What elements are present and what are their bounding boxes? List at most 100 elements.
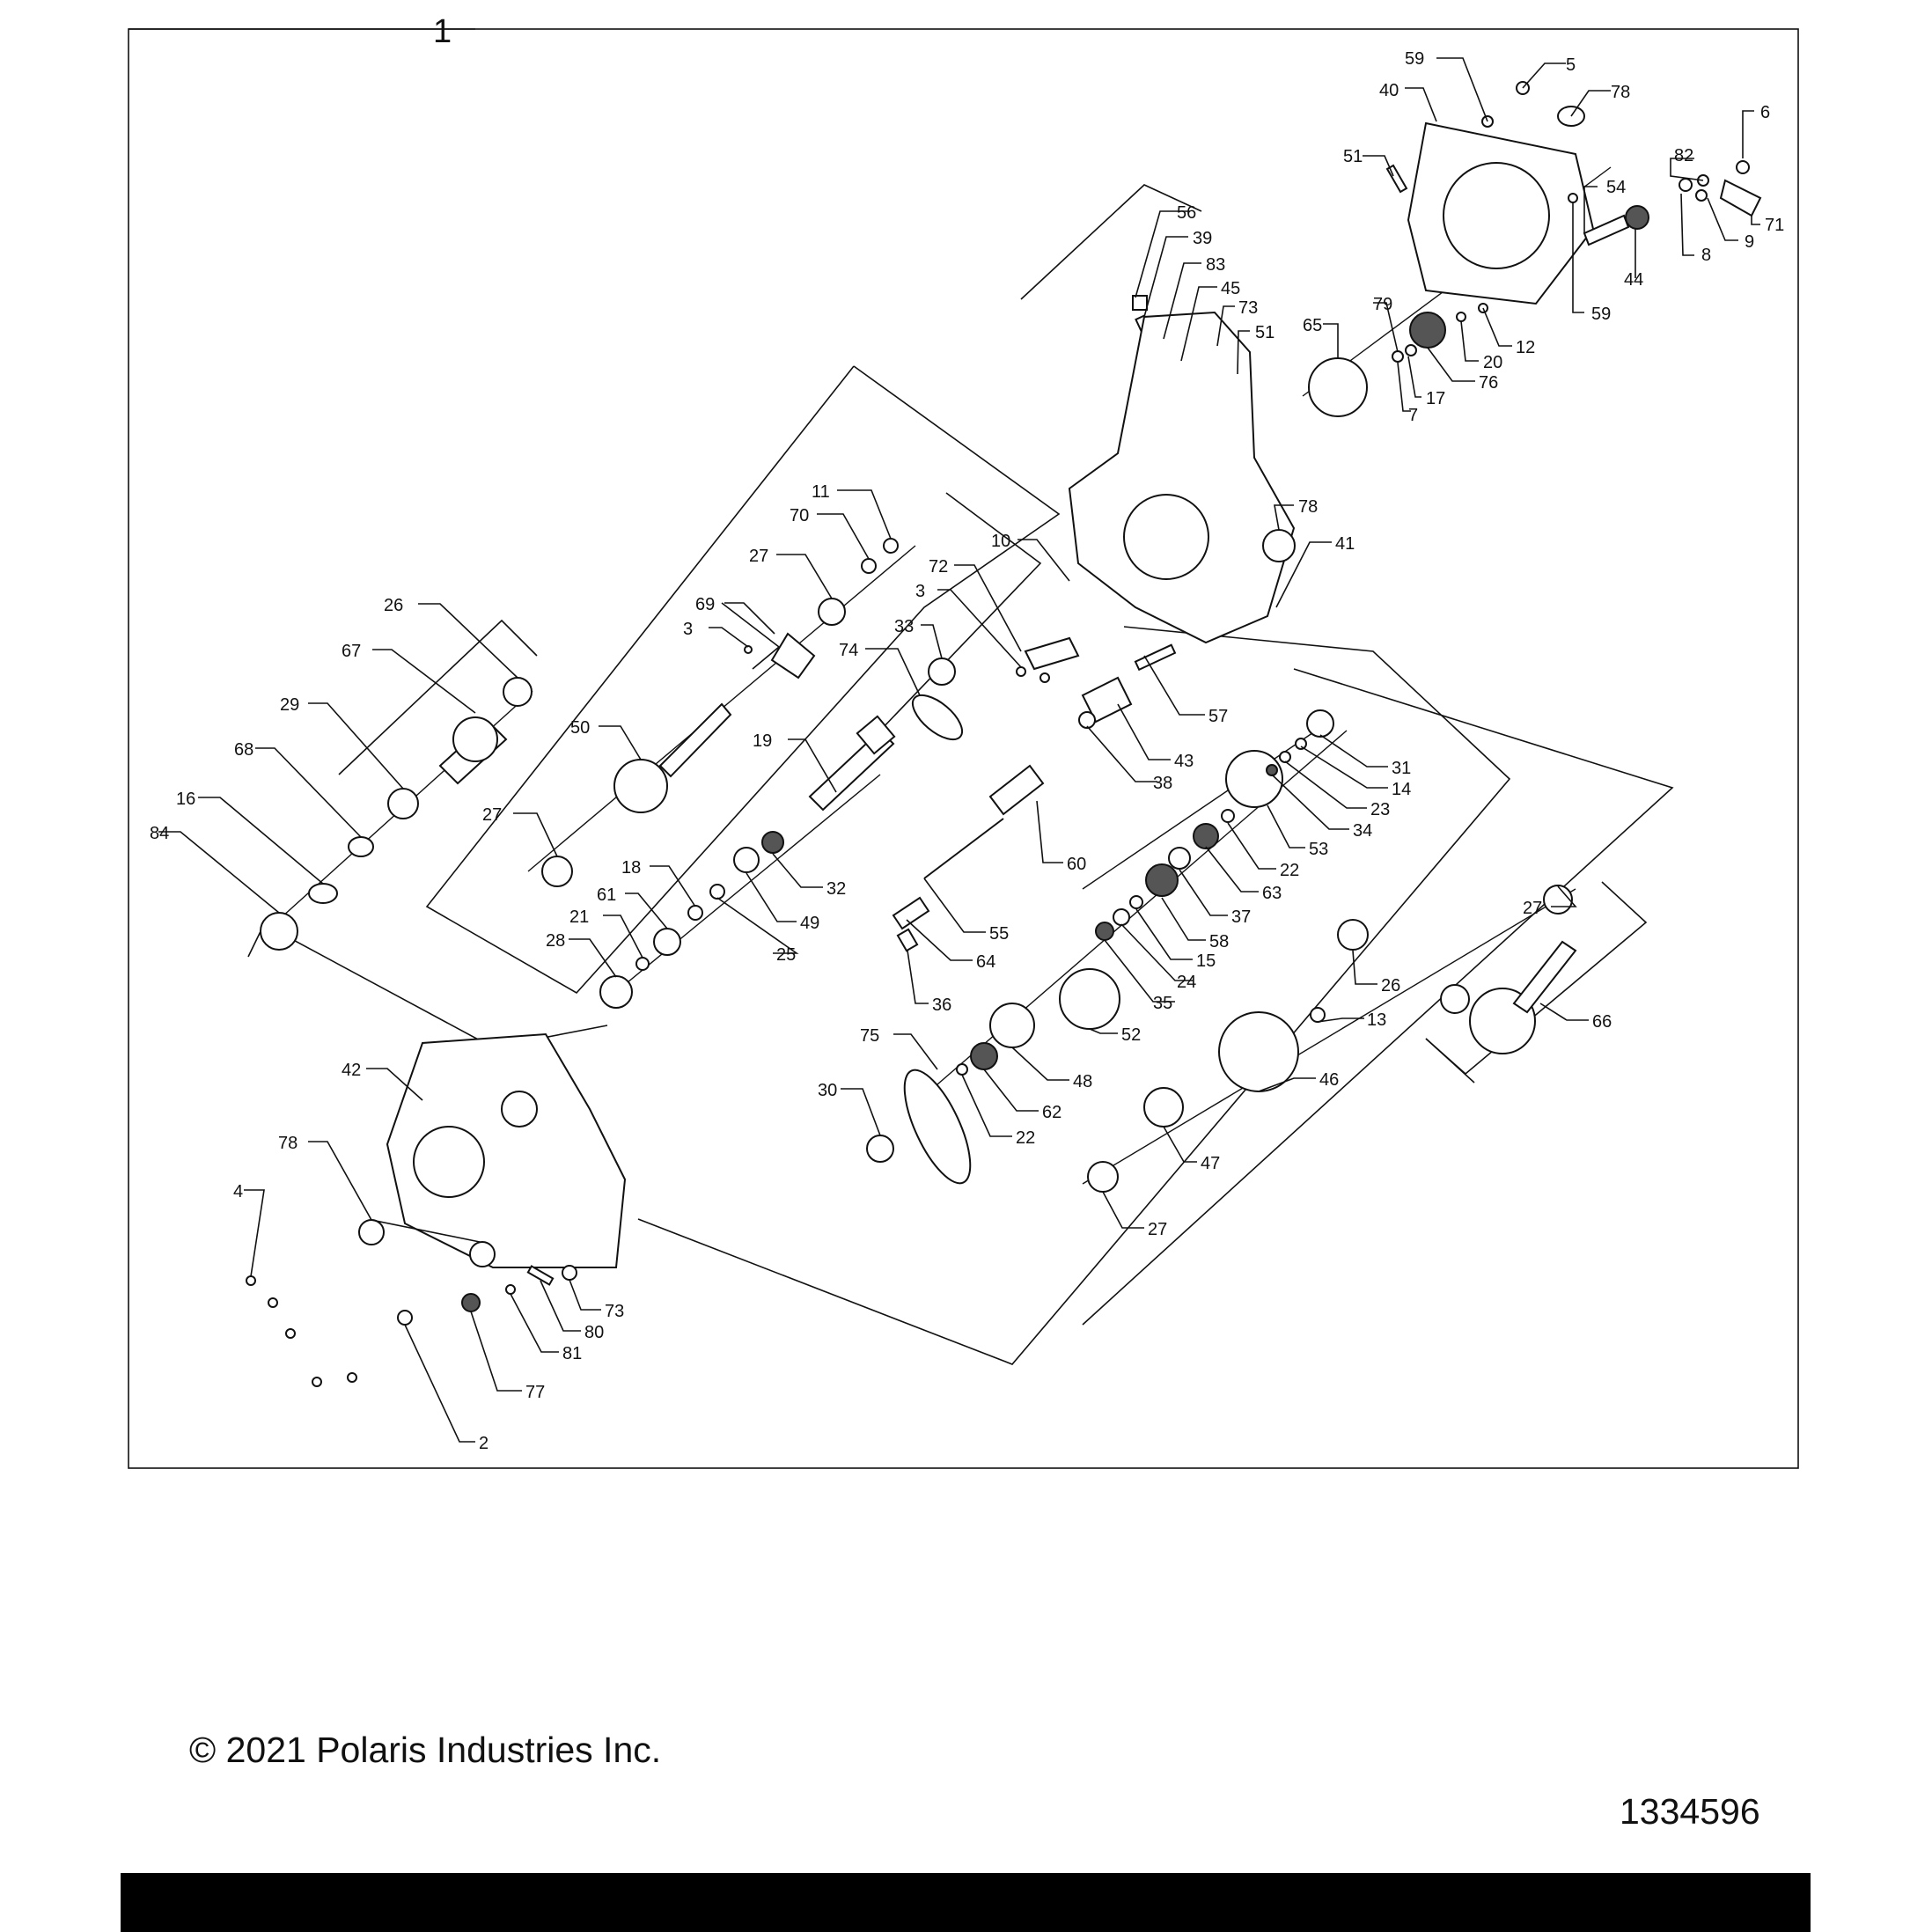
part-56-plug	[1132, 295, 1148, 311]
callout-33: 33	[894, 617, 914, 636]
callout-22: 22	[1016, 1128, 1035, 1148]
callout-25: 25	[776, 945, 796, 965]
axis-28	[606, 774, 881, 1000]
part-68-ring	[348, 836, 374, 857]
part-72-bracket	[1024, 636, 1080, 671]
part-11-ring	[883, 538, 899, 554]
callout-73: 73	[605, 1302, 624, 1321]
part-65-plate	[1308, 357, 1368, 417]
part-3-screw-a	[1016, 666, 1026, 677]
part-3-screw-c	[744, 645, 753, 654]
callout-20: 20	[1483, 353, 1502, 372]
part-26-bearing-a	[503, 677, 533, 707]
drawing-number: 1334596	[1620, 1791, 1760, 1832]
callout-labels: 59 5 40 78 6 82 51 54 71 9 8 44 59 56 39…	[150, 49, 1784, 1453]
part-19-spline	[856, 715, 896, 755]
callout-63: 63	[1262, 884, 1282, 903]
part-41-case	[1068, 311, 1296, 644]
part-50-gear	[613, 759, 668, 813]
part-47-gear	[1143, 1087, 1184, 1128]
callout-3: 3	[915, 582, 925, 601]
callout-73: 73	[1238, 298, 1258, 318]
part-76-sprocket	[1409, 312, 1446, 349]
callout-59: 59	[1591, 305, 1611, 324]
part-24-ring	[1113, 908, 1130, 926]
callout-45: 45	[1221, 279, 1240, 298]
part-54-shaft	[1583, 214, 1630, 246]
callout-51: 51	[1343, 147, 1363, 166]
callout-53: 53	[1309, 840, 1328, 859]
callout-37: 37	[1231, 907, 1251, 927]
callout-19: 19	[753, 731, 772, 751]
part-15-ring	[1129, 895, 1143, 909]
part-77-plug	[461, 1293, 481, 1312]
callout-59: 59	[1405, 49, 1424, 69]
part-6-nut	[1736, 160, 1750, 174]
callout-56: 56	[1177, 203, 1196, 223]
callout-36: 36	[932, 995, 951, 1015]
callout-16: 16	[176, 790, 195, 809]
callout-78: 78	[278, 1134, 298, 1153]
diagram-frame	[128, 28, 1799, 1469]
part-27-bearing-c	[818, 598, 846, 626]
callout-30: 30	[818, 1081, 837, 1100]
part-8-washer	[1679, 178, 1693, 192]
callout-78: 78	[1611, 83, 1630, 102]
callout-32: 32	[826, 879, 846, 899]
part-4-bolt-c	[285, 1328, 296, 1339]
bracket-66-b	[1425, 881, 1648, 1076]
callout-71: 71	[1765, 216, 1784, 235]
callout-72: 72	[929, 557, 948, 577]
leader-lines	[158, 57, 1760, 1443]
callout-62: 62	[1042, 1103, 1061, 1122]
callout-66: 66	[1592, 1012, 1612, 1032]
part-30-bearing	[866, 1135, 894, 1163]
part-71-lever	[1719, 179, 1762, 217]
part-13-ring	[1310, 1007, 1326, 1023]
part-53-gear	[1225, 750, 1283, 808]
part-46-gear	[1218, 1011, 1299, 1092]
part-40-bore	[1443, 162, 1550, 269]
callout-61: 61	[597, 885, 616, 905]
callout-57: 57	[1208, 707, 1228, 726]
bracket-output-group	[637, 626, 1511, 1365]
bracket-shaft-19	[879, 492, 1042, 731]
part-26-bearing-b	[1337, 919, 1369, 951]
part-64-fork	[892, 896, 930, 930]
part-61-bearing	[653, 928, 681, 956]
callout-22: 22	[1280, 861, 1299, 880]
part-57-shaft	[1134, 643, 1177, 672]
callout-13: 13	[1367, 1010, 1386, 1030]
callout-6: 6	[1760, 103, 1770, 122]
callout-41: 41	[1335, 534, 1355, 554]
callout-5: 5	[1566, 55, 1576, 75]
part-62-gear	[970, 1042, 998, 1070]
callout-7: 7	[1408, 406, 1418, 425]
part-59-pin-b	[1568, 193, 1578, 203]
part-75-belt	[903, 1069, 972, 1185]
callout-49: 49	[800, 914, 819, 933]
part-32-bearing	[761, 831, 784, 854]
part-78-seal-d	[469, 1241, 496, 1267]
part-22-washer-a	[1221, 809, 1235, 823]
bracket-gear-group	[1082, 668, 1674, 1326]
callout-58: 58	[1209, 932, 1229, 951]
part-41-bore	[1123, 494, 1209, 580]
callout-44: 44	[1624, 270, 1643, 290]
callout-40: 40	[1379, 81, 1399, 100]
part-60-fork	[988, 764, 1045, 816]
callout-17: 17	[1426, 389, 1445, 408]
part-27-bearing-e	[1543, 885, 1573, 915]
callout-77: 77	[525, 1383, 545, 1402]
copyright-notice: © 2021 Polaris Industries Inc.	[189, 1730, 662, 1770]
part-22-washer-b	[956, 1063, 968, 1076]
part-3-screw-b	[1039, 672, 1050, 683]
part-37-ring	[1168, 847, 1191, 870]
callout-14: 14	[1392, 780, 1411, 799]
callout-26: 26	[384, 596, 403, 615]
callout-24: 24	[1177, 973, 1196, 992]
part-66-shaft	[1512, 940, 1577, 1014]
callout-31: 31	[1392, 759, 1411, 778]
part-27-bearing-d	[1087, 1161, 1119, 1193]
